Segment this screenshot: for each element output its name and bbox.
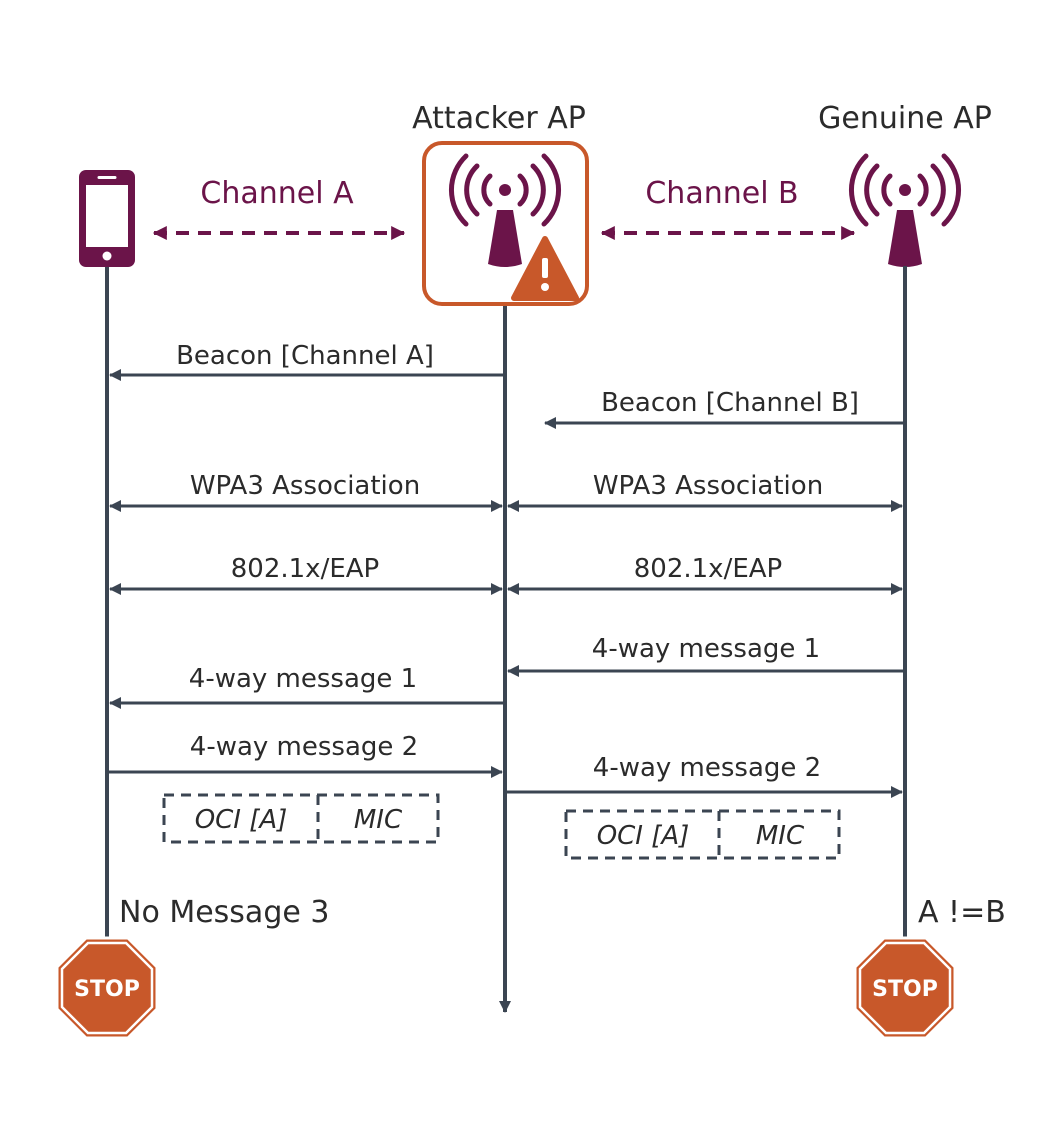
oci-field: OCI [A] <box>195 805 288 835</box>
message-label: 4-way message 2 <box>593 753 821 783</box>
frame-fields-left: OCI [A] MIC <box>162 793 440 844</box>
stop-sign-label: STOP <box>74 977 140 1002</box>
attacker-antenna-icon <box>448 153 562 267</box>
oci-field: OCI [A] <box>597 821 690 851</box>
message-label: 802.1x/EAP <box>231 554 379 584</box>
stop-sign-label: STOP <box>872 977 938 1002</box>
warning-icon <box>511 236 579 301</box>
client-outcome-note: No Message 3 <box>119 895 329 930</box>
attacker-ap-title: Attacker AP <box>412 101 586 136</box>
frame-fields-right: OCI [A] MIC <box>564 809 841 860</box>
channel-a-label: Channel A <box>200 176 354 211</box>
message-label: WPA3 Association <box>593 471 823 501</box>
message-label: Beacon [Channel B] <box>601 388 859 418</box>
stop-sign-icon: STOP <box>853 936 957 1040</box>
channel-b-label: Channel B <box>645 176 798 211</box>
message-label: Beacon [Channel A] <box>176 341 434 371</box>
stop-sign-icon: STOP <box>55 936 159 1040</box>
message-label: 4-way message 1 <box>592 634 820 664</box>
message-label: 802.1x/EAP <box>634 554 782 584</box>
genuine-outcome-note: A !=B <box>918 895 1006 930</box>
message-label: 4-way message 1 <box>189 664 417 694</box>
phone-icon <box>79 170 135 267</box>
genuine-ap-title: Genuine AP <box>818 101 992 136</box>
message-label: WPA3 Association <box>190 471 420 501</box>
message-label: 4-way message 2 <box>190 732 418 762</box>
mic-field: MIC <box>756 821 805 851</box>
mic-field: MIC <box>354 805 403 835</box>
genuine-antenna-icon <box>848 153 962 267</box>
